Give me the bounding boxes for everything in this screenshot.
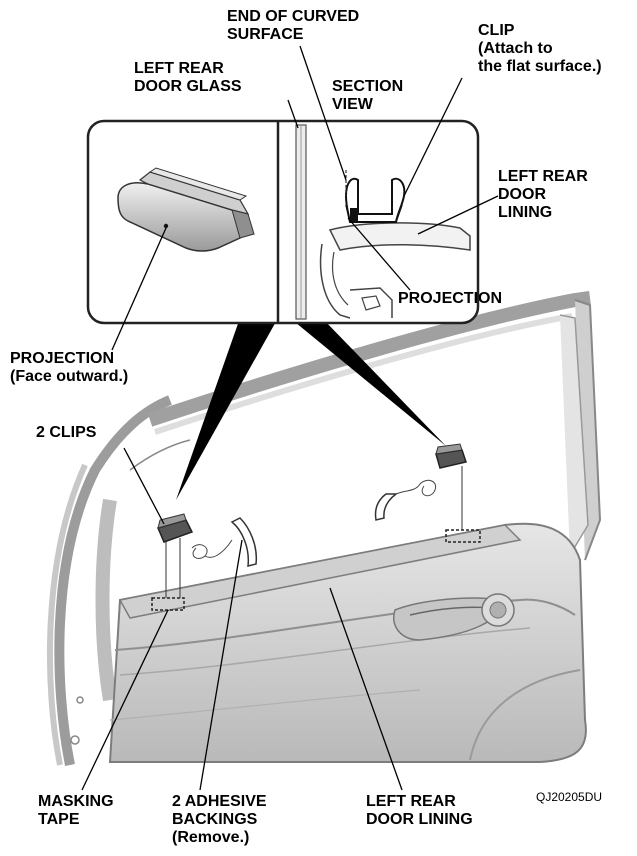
label-line: MASKING [38,793,114,810]
label-line: 2 CLIPS [36,424,97,441]
label-line: PROJECTION [10,350,115,367]
label-line: LEFT REAR [366,793,456,810]
label-line: DOOR [498,186,546,203]
label-line: PROJECTION [398,290,503,307]
label-line: CLIP [478,22,515,39]
label-left-rear-door-lining-inset: LEFT REAR DOOR LINING [498,168,588,222]
label-line: (Attach to [478,40,553,57]
label-line: TAPE [38,811,80,828]
label-line: VIEW [332,96,373,113]
label-line: SECTION [332,78,404,95]
label-line: SURFACE [227,26,304,43]
figure-code: QJ20205DU [536,790,603,804]
label-line: LEFT REAR [134,60,224,77]
label-left-rear-door-lining-bottom: LEFT REAR DOOR LINING [366,793,473,829]
section-view-detail [295,124,471,320]
label-clip: CLIP (Attach to the flat surface.) [478,22,602,76]
label-projection-inset: PROJECTION [398,290,502,308]
label-line: the flat surface.) [478,58,602,75]
detail-inset-box [86,119,480,500]
label-line: DOOR GLASS [134,78,242,95]
label-line: 2 ADHESIVE [172,793,267,810]
label-two-adhesive-backings: 2 ADHESIVE BACKINGS (Remove.) [172,793,267,847]
label-line: LEFT REAR [498,168,588,185]
door-lining-panel [70,522,587,763]
adhesive-backing-left [191,517,258,567]
adhesive-backing-right [374,479,436,521]
label-line: (Remove.) [172,829,250,846]
clip-right [435,443,467,530]
leader-lines [81,45,499,791]
label-line: (Face outward.) [10,368,129,385]
label-projection-main: PROJECTION (Face outward.) [10,350,128,386]
clip-detail [117,167,255,252]
label-end-of-curved-surface: END OF CURVED SURFACE [227,8,359,44]
label-line: BACKINGS [172,811,258,828]
label-section-view: SECTION VIEW [332,78,403,114]
label-line: DOOR LINING [366,811,473,828]
label-line: END OF CURVED [227,8,360,25]
label-left-rear-door-glass: LEFT REAR DOOR GLASS [134,60,242,96]
label-masking-tape: MASKING TAPE [38,793,114,829]
clip-left [156,513,194,598]
label-line: LINING [498,204,553,221]
label-two-clips: 2 CLIPS [36,424,96,442]
